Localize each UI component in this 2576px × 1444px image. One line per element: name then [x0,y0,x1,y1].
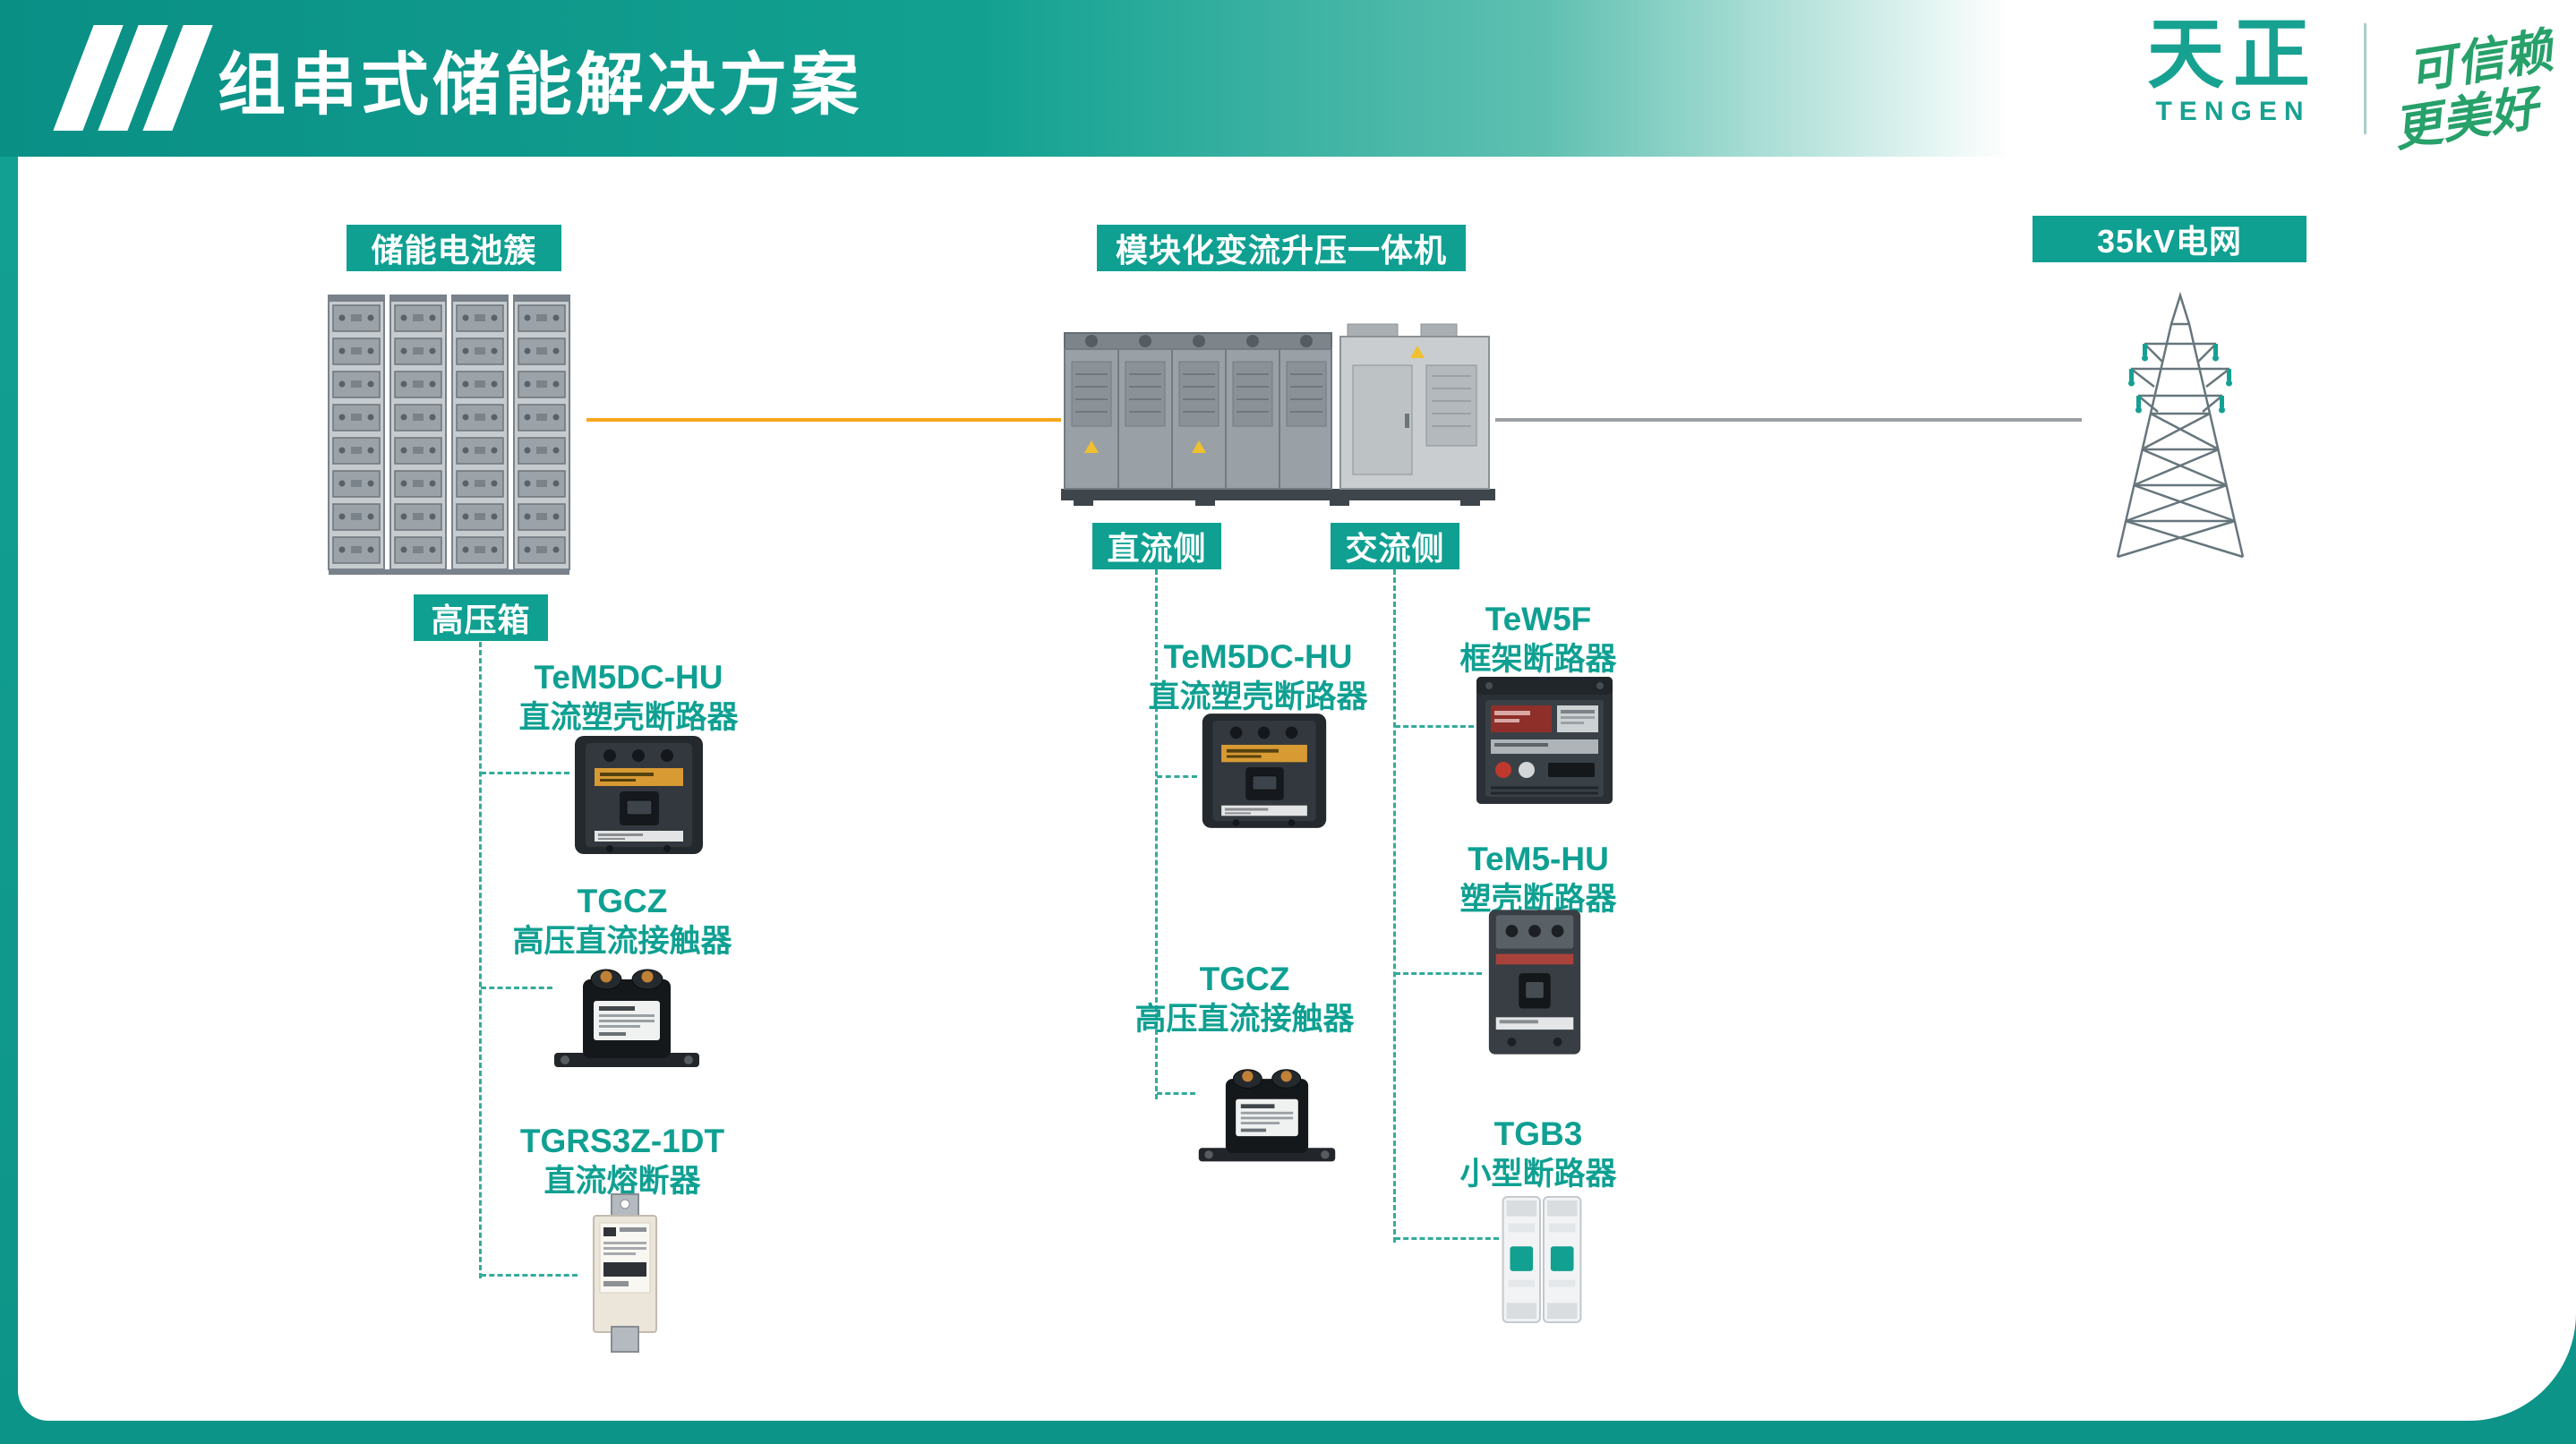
hv-fuse-image [578,1192,672,1354]
label-grid: 35kV电网 [2033,216,2306,262]
ac-acb-image [1473,673,1616,807]
product-label-hv-contactor: TGCZ 高压直流接触器 [443,880,801,962]
dc-connection-line [586,418,1061,422]
connector-stub [1157,1092,1195,1095]
product-desc: 高压直流接触器 [1134,1002,1355,1038]
slide-header: 组串式储能解决方案 天正 TENGEN 可信赖 更美好 [0,0,2576,157]
connector-stub [481,1274,578,1277]
label-dc-side: 直流侧 [1092,523,1221,569]
title-bars-icon [53,25,213,131]
dc-contactor-image [1195,1050,1339,1168]
page-title: 组串式储能解决方案 [218,47,862,124]
product-label-ac-mcb: TGB3 小型断路器 [1359,1113,1717,1195]
brand-divider [2364,23,2366,134]
product-label-dc-mccb: TeM5DC-HU 直流塑壳断路器 [1079,636,1437,718]
ac-mccb-image [1482,906,1588,1058]
ac-connection-line [1495,418,2082,422]
battery-rack-image [327,288,578,579]
product-model: TGRS3Z-1DT [519,1123,725,1159]
connector-stub [1157,775,1197,778]
product-desc: 直流塑壳断路器 [1148,679,1368,715]
product-label-hv-fuse: TGRS3Z-1DT 直流熔断器 [443,1120,801,1202]
product-model: TGCZ [577,883,668,919]
connector-stub [1395,725,1474,728]
product-desc: 高压直流接触器 [512,924,732,960]
label-hv-box: 高压箱 [414,594,548,641]
product-desc: 直流塑壳断路器 [518,700,739,736]
product-desc: 小型断路器 [1459,1157,1617,1192]
brand-latin: TENGEN [2155,97,2311,127]
ac-side-connector-line [1393,569,1396,1243]
dc-mccb-image [1197,710,1331,832]
product-desc: 直流熔断器 [543,1164,701,1200]
connector-stub [1395,972,1482,975]
hv-mccb-image [569,732,708,858]
ac-mcb-image [1497,1193,1587,1326]
dc-side-connector-line [1155,569,1158,1099]
product-model: TeM5DC-HU [534,659,723,696]
hv-box-connector-line [479,642,482,1278]
product-desc: 框架断路器 [1459,642,1617,678]
product-model: TGCZ [1199,961,1290,997]
tengen-logo: 天正 TENGEN [2147,14,2319,127]
pcs-container-image [1061,313,1495,506]
label-pcs: 模块化变流升压一体机 [1097,225,1466,271]
product-label-hv-mccb: TeM5DC-HU 直流塑壳断路器 [449,656,808,739]
label-battery-cluster: 储能电池簇 [347,225,561,271]
connector-stub [1395,1237,1499,1240]
product-model: TGB3 [1493,1115,1583,1152]
product-model: TeM5DC-HU [1163,638,1353,675]
brand-name: 天正 [2147,12,2319,98]
connector-stub [481,987,552,989]
product-model: TeW5F [1485,601,1592,637]
product-label-dc-contactor: TGCZ 高压直流接触器 [1065,958,1424,1040]
hv-contactor-image [551,949,703,1074]
label-ac-side: 交流侧 [1331,523,1459,569]
connector-stub [481,772,569,774]
grid-tower-image [2095,279,2265,561]
product-model: TeM5-HU [1468,841,1609,877]
product-label-ac-acb: TeW5F 框架断路器 [1359,598,1717,680]
